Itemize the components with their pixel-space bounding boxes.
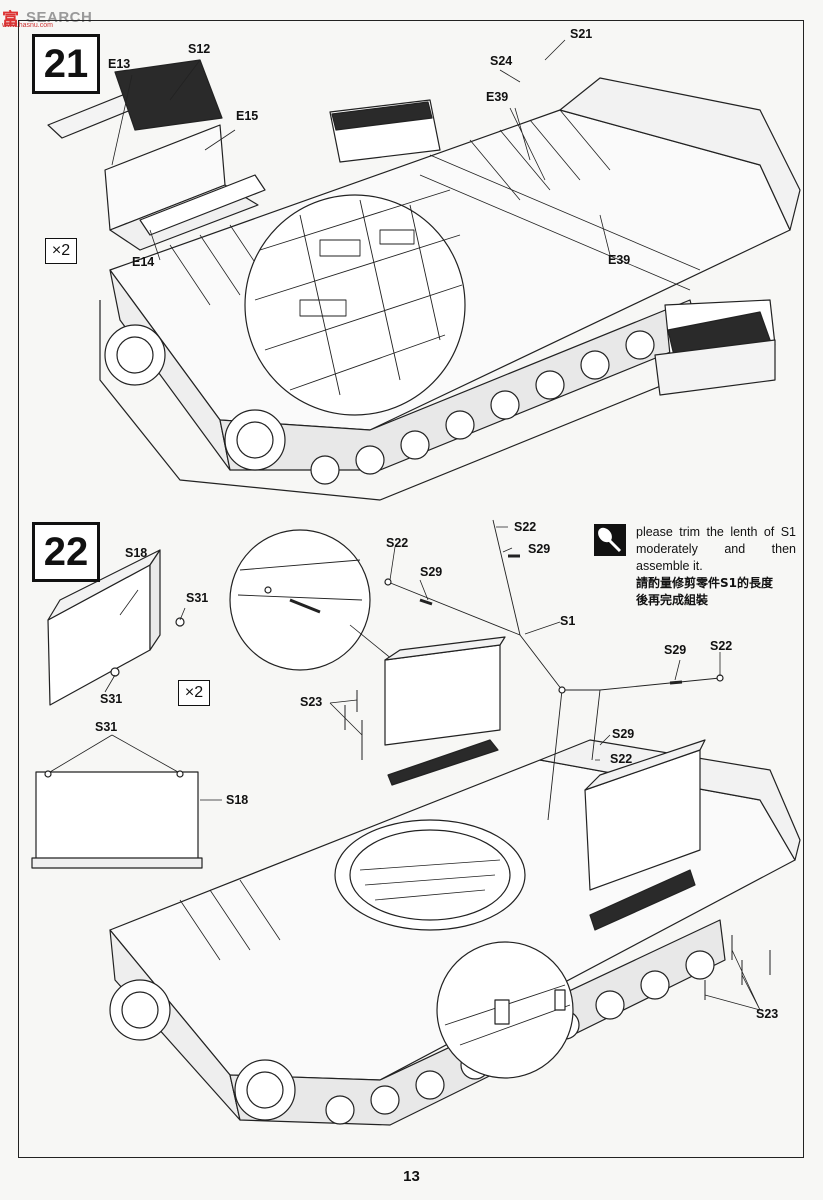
part-label-s29: S29: [612, 727, 635, 741]
part-label-s23: S23: [300, 695, 323, 709]
watermark: 富 www.hasnu.com SEARCH: [2, 4, 92, 30]
step-22-number: 22: [32, 522, 100, 582]
watermark-url: www.hasnu.com: [2, 22, 53, 29]
part-label-s22: S22: [610, 752, 633, 766]
step-21-multiplier: ×2: [45, 238, 77, 264]
note-chinese-line2: 後再完成組裝: [636, 593, 709, 607]
part-label-s23: S23: [756, 1007, 779, 1021]
part-label-e39: E39: [486, 90, 509, 104]
note-english: please trim the lenth of S1 moderately a…: [636, 525, 796, 573]
part-label-s24: S24: [490, 54, 513, 68]
part-label-s31: S31: [95, 720, 118, 734]
part-label-s18: S18: [226, 793, 249, 807]
part-label-s22: S22: [710, 639, 733, 653]
part-label-s31: S31: [186, 591, 209, 605]
part-label-s12: S12: [188, 42, 211, 56]
part-label-s29: S29: [528, 542, 551, 556]
step-22-multiplier: ×2: [178, 680, 210, 706]
knife-icon: [594, 524, 626, 556]
step21-tank-drawing: [47, 39, 801, 501]
note-chinese-line1: 請酌量修剪零件S1的長度: [636, 576, 773, 590]
part-label-e13: E13: [108, 57, 131, 71]
part-label-s1: S1: [560, 614, 576, 628]
trim-instruction-note: please trim the lenth of S1 moderately a…: [636, 524, 796, 609]
part-label-e15: E15: [236, 109, 259, 123]
page-frame: [18, 20, 804, 1158]
part-label-s21: S21: [570, 27, 593, 41]
watermark-site: SEARCH: [26, 8, 93, 26]
watermark-logo: 富: [2, 9, 19, 30]
part-label-s22: S22: [386, 536, 409, 550]
part-label-s29: S29: [664, 643, 687, 657]
step-21-number: 21: [32, 34, 100, 94]
part-label-s22: S22: [514, 520, 537, 534]
part-label-s31: S31: [100, 692, 123, 706]
part-label-s29: S29: [420, 565, 443, 579]
part-label-s18: S18: [125, 546, 148, 560]
part-label-e39: E39: [608, 253, 631, 267]
step22-tank-drawing: [31, 519, 801, 1126]
page-number: 13: [403, 1168, 420, 1185]
part-label-e14: E14: [132, 255, 155, 269]
